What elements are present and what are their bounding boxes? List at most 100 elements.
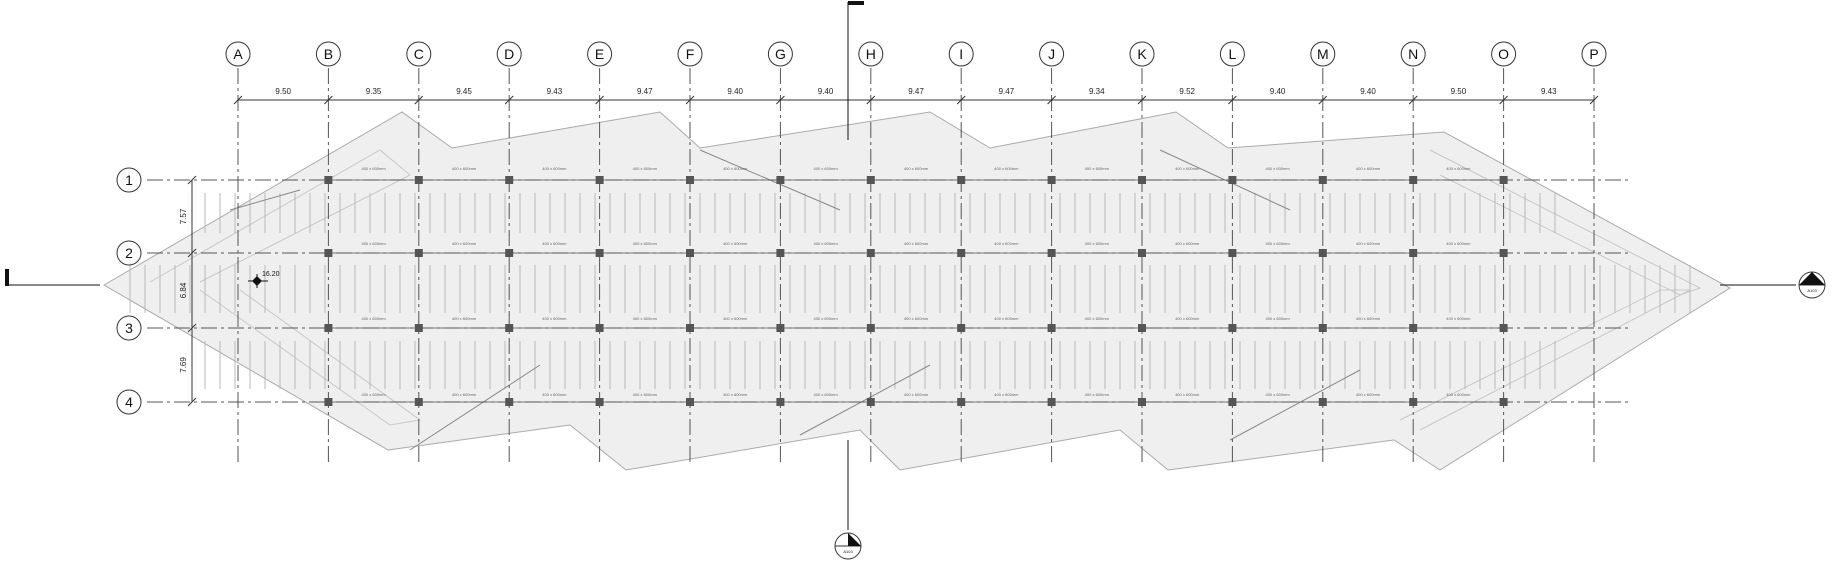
grid-bubble-J[interactable] [1039, 41, 1065, 67]
grid-bubble-label: 1 [125, 172, 133, 188]
grid-bubble-G[interactable] [767, 41, 793, 67]
joist-label: 400 x 600mm [1085, 241, 1110, 246]
joist-label: 400 x 600mm [904, 392, 929, 397]
joist-label: 400 x 600mm [904, 166, 929, 171]
joist-label: 400 x 600mm [813, 166, 838, 171]
grid-bubble-label: J [1048, 46, 1055, 62]
joist-label: 400 x 600mm [1446, 241, 1471, 246]
joist-label: 400 x 600mm [813, 241, 838, 246]
joist-label: 400 x 600mm [1265, 392, 1290, 397]
grid-bubble-H[interactable] [858, 41, 884, 67]
joist-label: 400 x 600mm [723, 316, 748, 321]
column [595, 398, 604, 406]
column [957, 398, 966, 406]
column [686, 398, 694, 406]
dimension-tick [187, 175, 197, 185]
joist-label: 400 x 600mm [361, 241, 386, 246]
joist-label: 400 x 600mm [813, 316, 838, 321]
column [324, 176, 333, 184]
grid-bubble-M[interactable] [1310, 41, 1336, 67]
col-spacing-label: 9.35 [366, 87, 382, 96]
dimension-tick [1499, 95, 1508, 105]
dimension-tick [1137, 95, 1147, 105]
column [505, 324, 514, 332]
section-ref-right: A103 [1807, 288, 1817, 293]
grid-bubble-row-4[interactable] [116, 389, 142, 415]
grid-bubble-P[interactable] [1581, 41, 1607, 67]
grid-bubble-row-2[interactable] [116, 240, 142, 266]
column [1228, 176, 1237, 184]
dimension-tick [956, 95, 966, 105]
column [1499, 176, 1508, 184]
grid-bubble-B[interactable] [315, 41, 341, 67]
joist-label: 400 x 600mm [1446, 392, 1471, 397]
grid-bubble-label: 3 [125, 320, 133, 336]
joist-label: 400 x 600mm [1356, 166, 1381, 171]
grid-bubble-C[interactable] [406, 41, 432, 67]
grid-bubble-label: M [1317, 46, 1329, 62]
grid-bubble-I[interactable] [948, 41, 974, 67]
column [1318, 324, 1327, 332]
grid-bubble-label: K [1137, 46, 1147, 62]
column [957, 176, 966, 184]
joist-label: 400 x 600mm [1085, 316, 1110, 321]
grid-bubble-E[interactable] [587, 41, 613, 67]
column [324, 398, 333, 406]
dimension-tick [1318, 95, 1328, 105]
column [1499, 249, 1508, 257]
ridge-line [1229, 369, 1361, 441]
column [1047, 398, 1056, 406]
grid-bubble-row-3[interactable] [116, 315, 142, 341]
joist-label: 400 x 600mm [542, 392, 567, 397]
col-spacing-label: 9.34 [1089, 87, 1105, 96]
col-spacing-label: 9.40 [1270, 87, 1286, 96]
dimension-tick [866, 95, 876, 105]
joist-label: 400 x 600mm [633, 166, 658, 171]
grid-bubble-L[interactable] [1219, 41, 1245, 67]
grid-bubble-label: N [1408, 46, 1418, 62]
section-cut-horizontal: A103 [5, 269, 1826, 299]
column [1409, 324, 1418, 332]
dimension-tick [233, 95, 243, 105]
joist-label: 400 x 600mm [1446, 316, 1471, 321]
col-spacing-label: 9.43 [547, 87, 563, 96]
joist-label: 400 x 600mm [361, 392, 386, 397]
grid-bubble-K[interactable] [1129, 41, 1155, 67]
column [957, 324, 966, 332]
column [866, 176, 875, 184]
grid-bubble-label: O [1498, 46, 1509, 62]
joist-label: 400 x 600mm [1085, 392, 1110, 397]
grid-bubble-N[interactable] [1400, 41, 1426, 67]
column [776, 324, 785, 332]
column [505, 398, 514, 406]
grid-bubble-F[interactable] [677, 41, 703, 67]
joist-label: 400 x 600mm [542, 166, 567, 171]
row-spacing-label: 7.57 [179, 208, 188, 224]
joist-label: 400 x 600mm [904, 241, 929, 246]
grid-bubble-label: L [1229, 46, 1237, 62]
ridge-line [799, 364, 931, 436]
col-spacing-label: 9.47 [999, 87, 1015, 96]
grid-bubble-O[interactable] [1491, 41, 1517, 67]
section-ref-bottom: A103 [843, 549, 853, 554]
column [866, 398, 875, 406]
joist-label: 400 x 600mm [361, 166, 386, 171]
level-marker-label: 16.20 [262, 271, 280, 278]
grid-bubble-label: G [775, 46, 786, 62]
column [414, 324, 423, 332]
grid-bubble-label: A [233, 46, 243, 62]
col-spacing-label: 9.40 [727, 87, 743, 96]
grid-bubble-label: B [324, 46, 333, 62]
joist-label: 400 x 600mm [452, 166, 477, 171]
col-spacing-label: 9.45 [456, 87, 472, 96]
column [1499, 324, 1508, 332]
col-spacing-label: 9.40 [818, 87, 834, 96]
grid-bubble-row-1[interactable] [116, 167, 142, 193]
row-spacing-label: 6.84 [179, 282, 188, 298]
column [414, 249, 423, 257]
dimension-tick [187, 323, 197, 333]
grid-bubble-A[interactable] [225, 41, 251, 67]
dimension-tick [1589, 95, 1599, 105]
grid-bubble-D[interactable] [496, 41, 522, 67]
